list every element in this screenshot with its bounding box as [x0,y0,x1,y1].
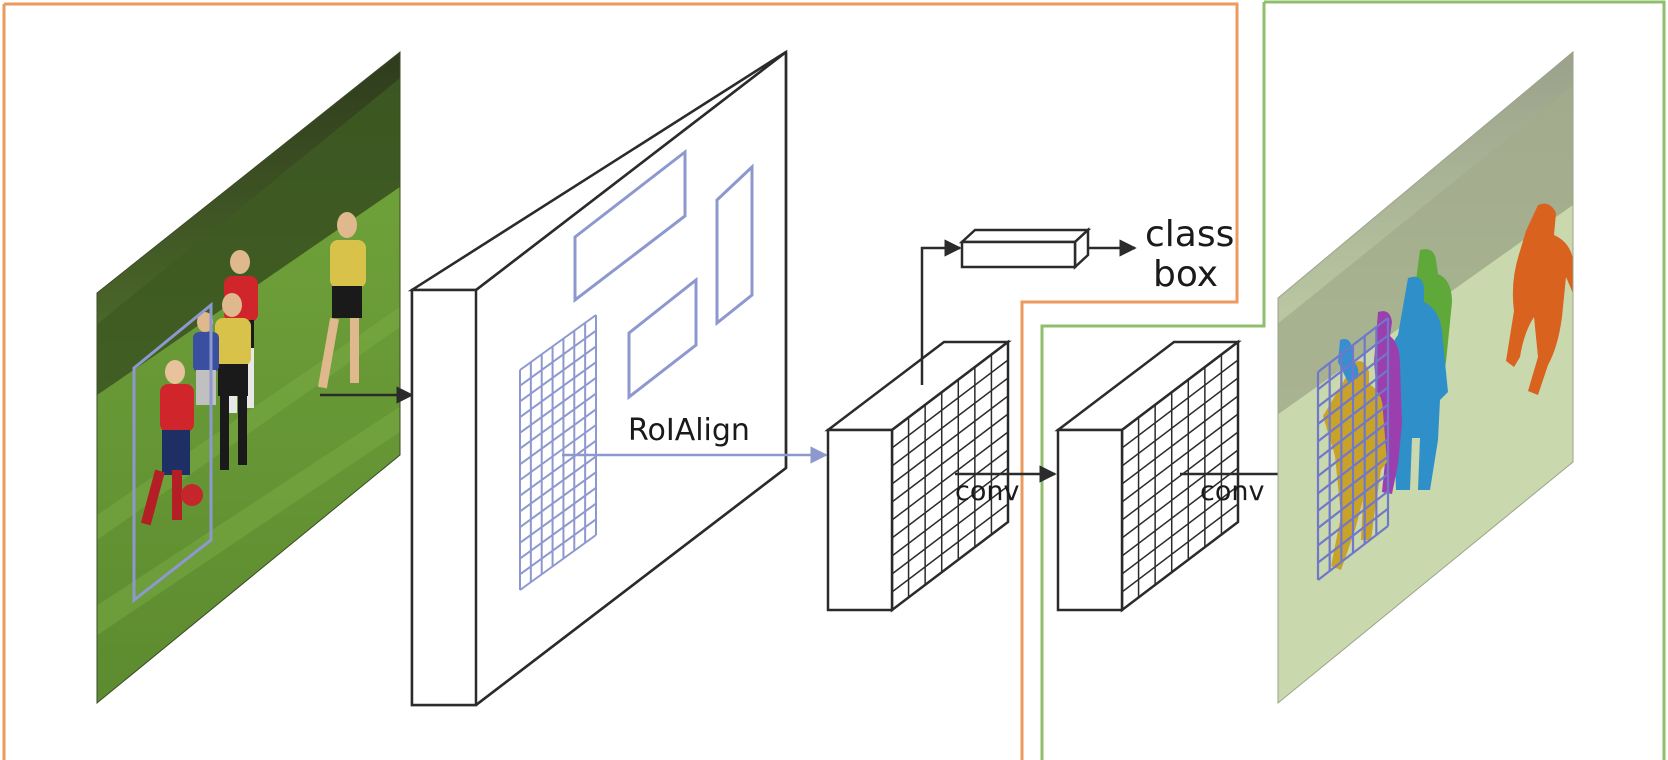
block2-grid-hline [1121,377,1239,467]
block1-grid-hline [891,503,1009,593]
mask-grid-hline [1317,525,1389,581]
output-image [1277,50,1574,705]
roi-grid-hline [519,455,597,513]
block1-grid-hline [891,485,1009,575]
green-frame [1040,0,1666,760]
roi-grid [519,314,597,591]
roi-grid-hline [519,518,597,576]
arrow-to-head [920,239,962,385]
block1-grid-hline [891,377,1009,467]
block1-grid-hline [891,431,1009,521]
mask-grid-hline [1317,403,1389,460]
roi-grid-hline [519,471,597,528]
mask-grid-hline [1317,334,1389,391]
player-red-left [140,360,203,526]
roi-grid-hline [519,487,597,544]
block2-grid-hline [1121,413,1239,503]
block1-grid-hline [891,449,1009,539]
input-roi-box [132,301,213,604]
roi-grid-hline [519,329,597,387]
mask-grid-hline [1317,421,1389,477]
mask-grid [1316,317,1390,581]
roi-grid-hline [519,377,597,434]
roi-proposal-3 [715,163,754,327]
mask-grid-hline [1317,473,1389,529]
block1-grid-hline [891,395,1009,485]
mask-grid-hline [1317,351,1389,408]
block1-grid-hline [891,521,1009,611]
block2-grid-hline [1121,485,1239,575]
block1-grid-hline [891,359,1009,449]
class-label: class [1145,214,1234,255]
block2-grid-hline [1121,431,1239,521]
block2-grid-hline [1121,467,1239,557]
input-image [96,50,401,705]
block2-grid-hline [1121,449,1239,539]
feature-map [407,49,788,707]
block2-grid-hline [1121,359,1239,449]
roi-feature-grid-2 [1121,341,1239,611]
mask-grid-hline [1317,386,1389,443]
mask-grid-hline [1317,507,1389,564]
block1-grid-hline [891,467,1009,557]
mask-blue-player [1386,276,1448,490]
roi-grid-hline [519,408,597,466]
fc-head-box [958,227,1092,270]
block1-grid-hline [891,341,1009,431]
mask-grid-hline [1317,455,1389,512]
block2-grid-hline [1121,503,1239,593]
roi-proposals [573,148,754,401]
roi-grid-hline [519,314,597,371]
box-label: box [1153,254,1218,295]
mask-orange-player [1506,203,1573,395]
conv-label-1: conv [955,476,1019,507]
roi-grid-hline [519,439,597,497]
mask-grid-hline [1317,490,1389,547]
player-yellow-mid [215,293,251,470]
roi-grid-hline [519,361,597,418]
roi-grid-hline [519,345,597,403]
roi-grid-hline [519,502,597,560]
orange-frame [2,2,1239,760]
mask-grid-hline [1317,438,1389,495]
feature-map-front [410,288,478,707]
roialign-label: RoIAlign [628,413,750,448]
roi-grid-hline [519,392,597,450]
block2-grid-hline [1121,341,1239,431]
block1-grid-hline [891,413,1009,503]
roi-feature-grid-1 [891,341,1009,611]
conv-label-2: conv [1200,476,1264,507]
roi-grid-hline [519,424,597,481]
block2-grid-hline [1121,395,1239,485]
mask-grid-hline [1317,317,1389,373]
mask-grid-hline [1317,369,1389,425]
block2-grid-hline [1121,521,1239,611]
roi-proposal-1 [573,148,687,304]
roi-grid-hline [519,534,597,591]
roi-proposal-2 [627,276,698,401]
player-yellow-right [317,212,366,389]
